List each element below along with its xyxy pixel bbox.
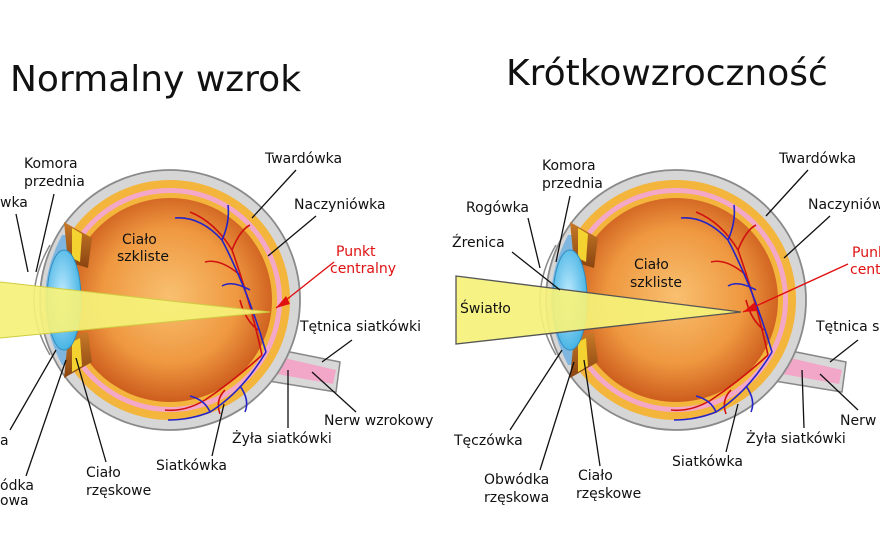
label-cialo-rzeskowe-1-r: Ciało	[578, 468, 613, 484]
label-komora-2: przednia	[24, 174, 85, 190]
label-obwodka-2: owa	[0, 493, 29, 509]
label-punkt-1: Punkt	[336, 244, 376, 260]
label-tetnica-r: Tętnica s	[815, 319, 879, 335]
label-cialo-szkliste-1: Ciało	[122, 232, 157, 248]
label-obwodka-2-r: rzęskowa	[484, 490, 549, 506]
label-cialo-rzeskowe-1: Ciało	[86, 465, 121, 481]
label-punkt-2-r: centr	[850, 262, 880, 278]
label-teczowka-r: Tęczówka	[453, 433, 523, 449]
label-cialo-szkliste-2-r: szkliste	[630, 275, 682, 291]
label-swiatlo: Światło	[460, 299, 511, 317]
left-title: Normalny wzrok	[10, 59, 301, 100]
left-panel: Normalny wzrok Ciało szkliste Komora prz…	[0, 59, 433, 509]
label-obwodka-1: ódka	[0, 478, 34, 494]
label-siatkowka-r: Siatkówka	[672, 454, 743, 470]
label-twardowka: Twardówka	[264, 151, 342, 167]
label-rogowka-r: Rogówka	[466, 200, 529, 216]
right-title: Krótkowzroczność	[506, 53, 828, 94]
light-beam-myopia	[456, 276, 741, 344]
label-cialo-szkliste-1-r: Ciało	[634, 257, 669, 273]
label-teczowka-partial: a	[0, 433, 9, 449]
label-cialo-szkliste-2: szkliste	[117, 249, 169, 265]
label-twardowka-r: Twardówka	[778, 151, 856, 167]
label-obwodka-1-r: Obwódka	[484, 472, 549, 488]
label-punkt-1-r: Punk	[852, 245, 880, 261]
label-zyla: Żyła siatkówki	[232, 429, 332, 447]
label-siatkowka: Siatkówka	[156, 458, 227, 474]
light-beam-normal	[0, 282, 270, 338]
label-cialo-rzeskowe-2: rzęskowe	[86, 483, 151, 499]
label-komora-2-r: przednia	[542, 176, 603, 192]
label-cialo-rzeskowe-2-r: rzęskowe	[576, 486, 641, 502]
label-zyla-r: Żyła siatkówki	[746, 429, 846, 447]
label-tetnica: Tętnica siatkówki	[299, 319, 421, 335]
label-nerw-r: Nerw	[840, 413, 876, 429]
label-zrenica-r: Źrenica	[452, 233, 505, 251]
label-naczyniowka-r: Naczyniów	[808, 197, 880, 213]
label-rogowka-partial: wka	[0, 195, 28, 211]
label-punkt-2: centralny	[330, 261, 396, 277]
right-panel: Krótkowzroczność Światło Ciało szkliste …	[452, 53, 880, 506]
label-nerw: Nerw wzrokowy	[324, 413, 433, 429]
label-komora-1: Komora	[24, 156, 78, 172]
label-komora-1-r: Komora	[542, 158, 596, 174]
label-naczyniowka: Naczyniówka	[294, 197, 386, 213]
